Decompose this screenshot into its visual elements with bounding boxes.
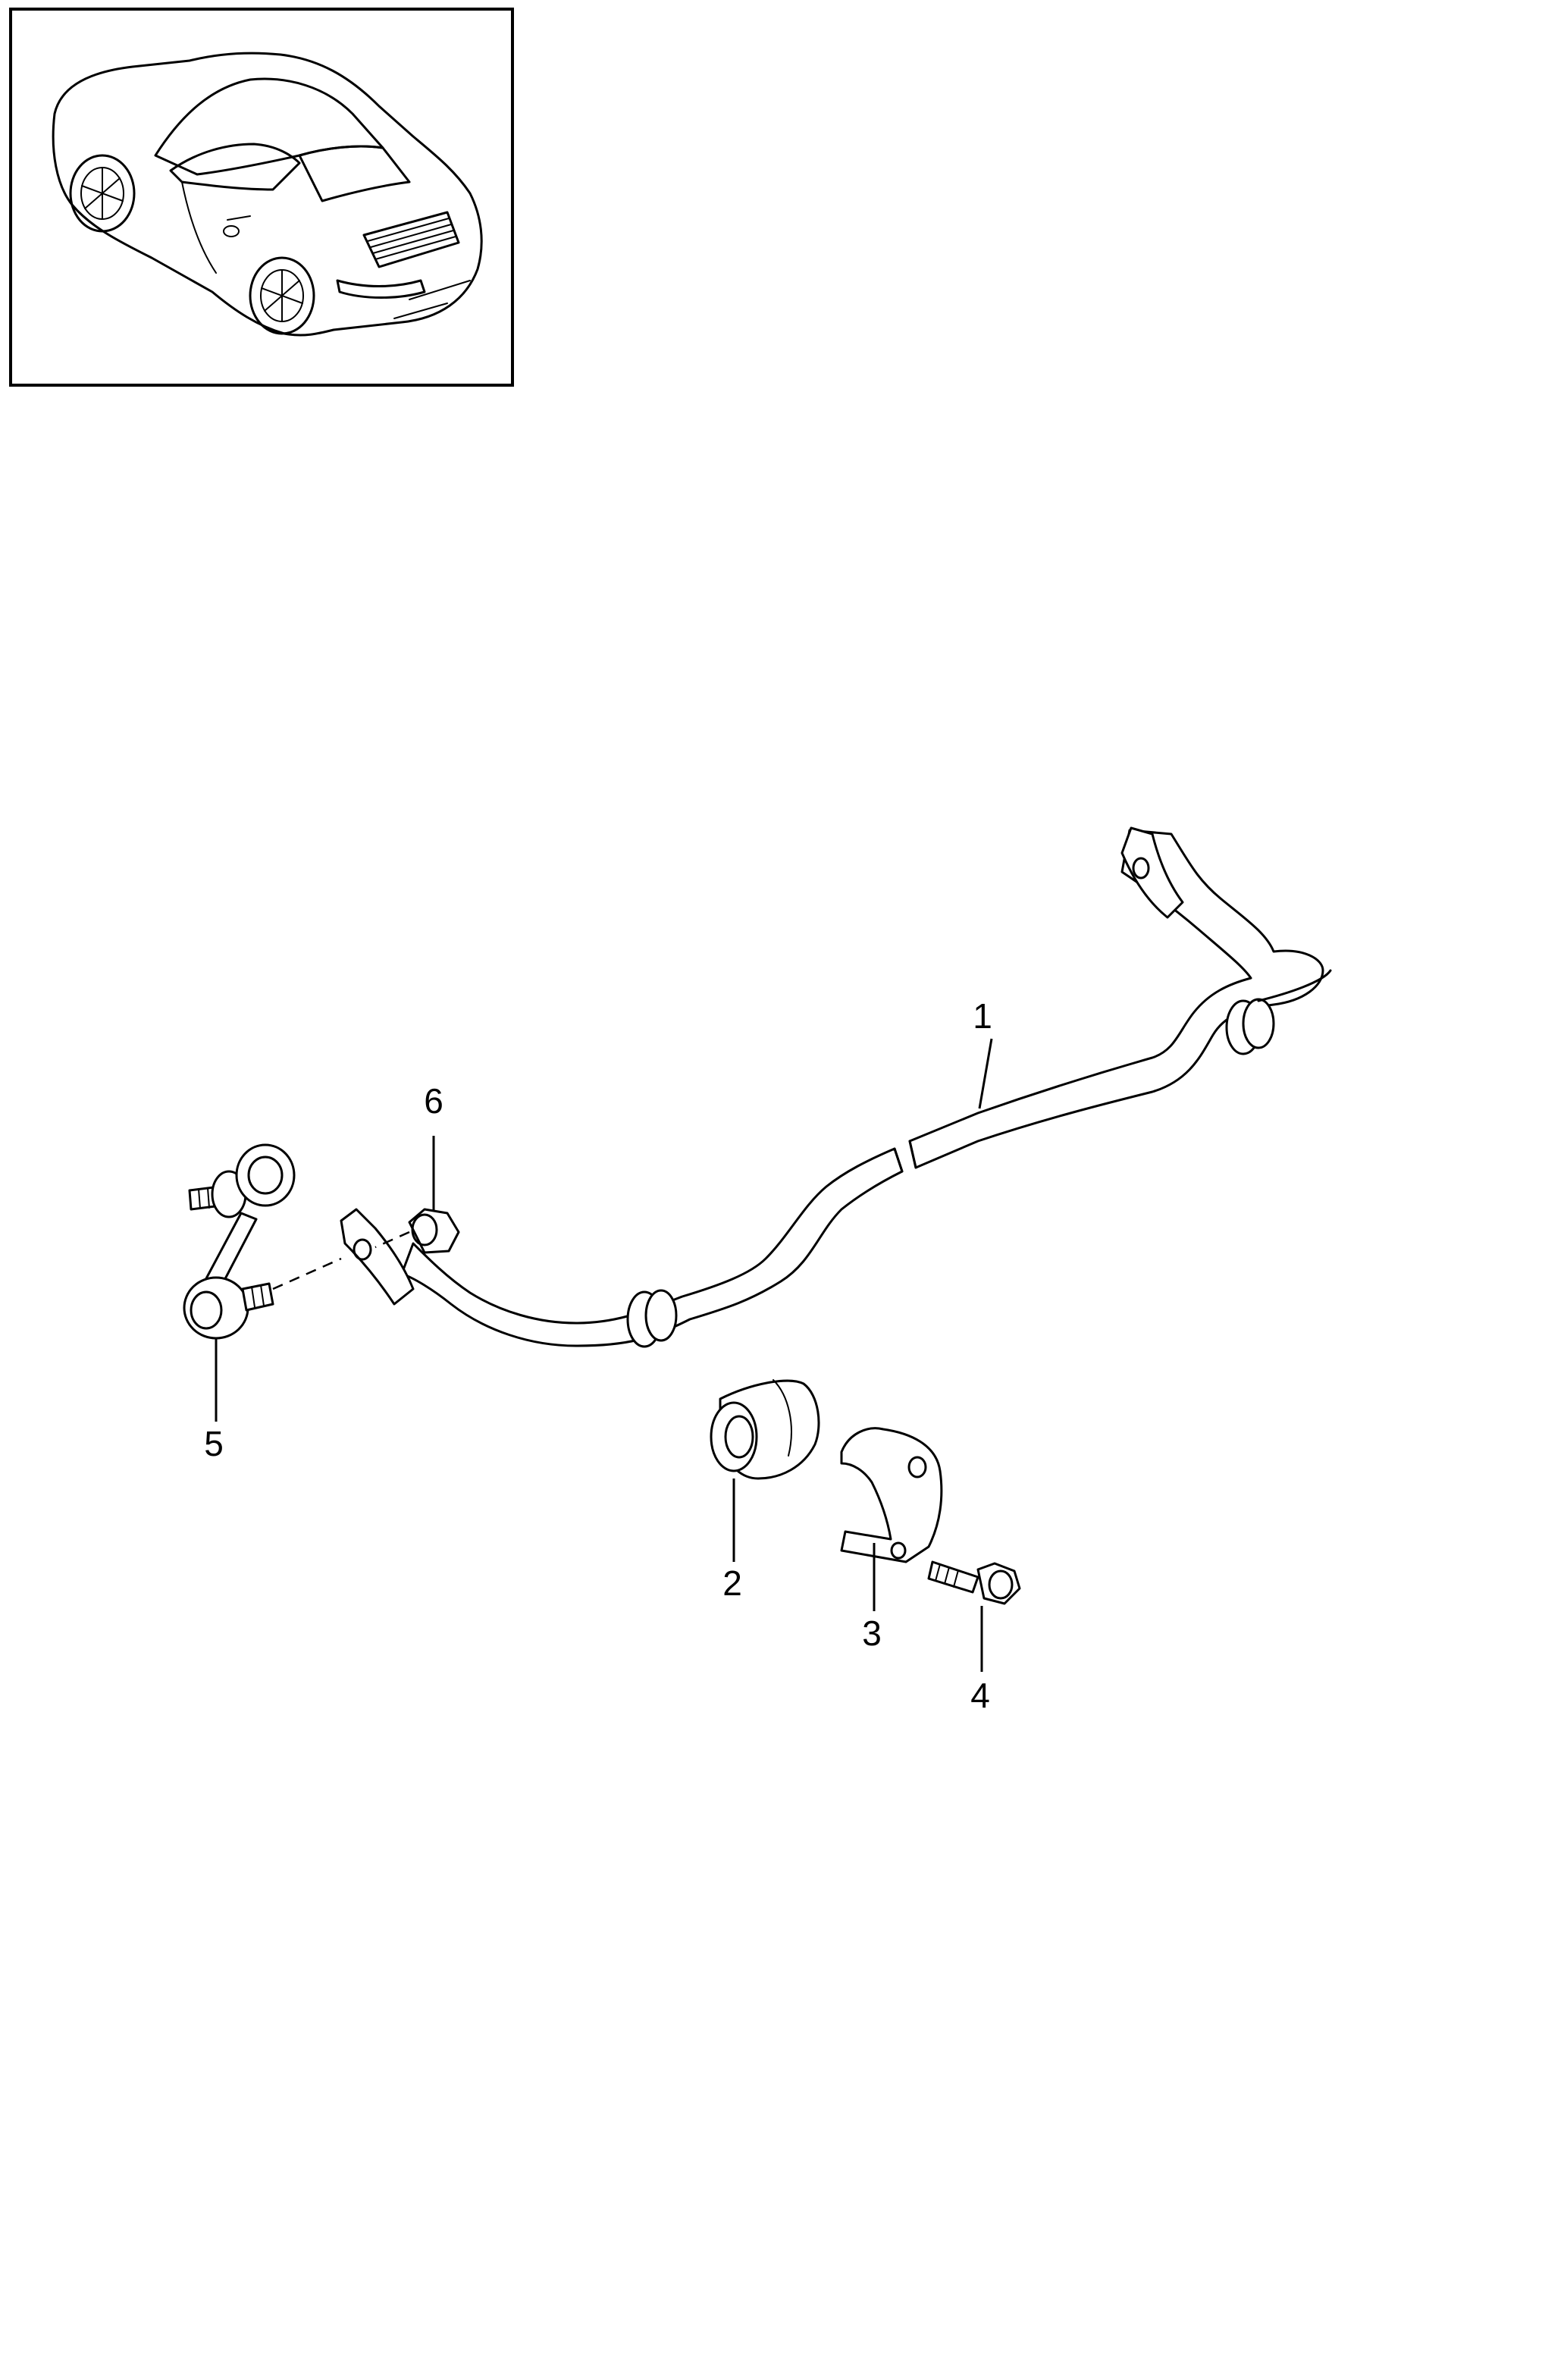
bushing: [710, 1379, 820, 1480]
car-illustration-icon: [52, 52, 483, 337]
rear-wheel-icon: [249, 256, 315, 335]
thumbnail-frame: [9, 8, 514, 387]
hex-nut: [375, 1208, 460, 1254]
stabilizer-bar: [340, 826, 1332, 1348]
callout-3: 3: [862, 1613, 882, 1653]
hex-bolt: [927, 1560, 1021, 1605]
leader-line-1: [978, 1038, 993, 1109]
engine-grille: [362, 211, 460, 268]
callout-6: 6: [424, 1081, 443, 1121]
callout-4: 4: [970, 1676, 990, 1715]
vehicle-thumbnail: [9, 8, 514, 387]
callout-5: 5: [204, 1424, 224, 1463]
callout-2: 2: [722, 1563, 742, 1603]
bracket-clamp: [840, 1427, 943, 1563]
front-wheel-icon: [69, 154, 136, 233]
coupling-rod: [183, 1143, 342, 1340]
callout-1: 1: [973, 996, 992, 1036]
